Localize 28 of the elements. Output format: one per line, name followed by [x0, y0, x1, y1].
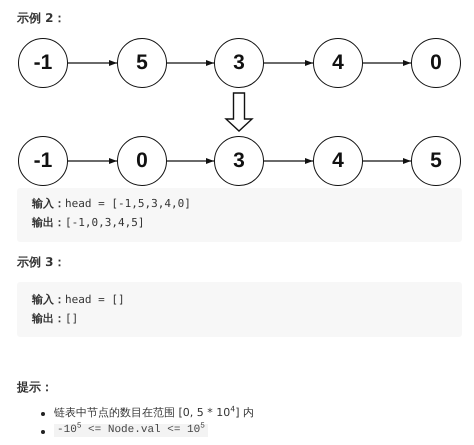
- list-node-circle: 3: [214, 38, 264, 88]
- code-line: 输入：head = [-1,5,3,4,0]: [32, 197, 191, 210]
- list-node-circle: 0: [117, 136, 167, 186]
- example-heading: 示例 2：: [17, 11, 66, 26]
- list-item-text: 链表中节点的数目在范围 [0, 5 * 10$^{4}$] 内: [54, 406, 254, 420]
- arrow: [264, 60, 313, 66]
- arrow: [264, 158, 313, 164]
- list-node-circle: 4: [313, 136, 363, 186]
- list-node-circle: -1: [18, 38, 68, 88]
- list-item-text: -10$^{5}$ <= Node.val <= 10$^{5}$: [54, 424, 208, 438]
- arrow: [363, 60, 411, 66]
- arrow: [68, 60, 117, 66]
- list-node-circle: 5: [411, 136, 461, 186]
- block-arrow: [224, 92, 254, 132]
- arrow: [68, 158, 117, 164]
- code-line: 输入：head = []: [32, 293, 125, 306]
- code-line: 输出：[]: [32, 312, 78, 326]
- list-node-circle: 0: [411, 38, 461, 88]
- code-line: 输出：[-1,0,3,4,5]: [32, 216, 144, 230]
- list-node-circle: 5: [117, 38, 167, 88]
- list-node-circle: 3: [214, 136, 264, 186]
- arrow: [167, 158, 214, 164]
- arrow: [167, 60, 214, 66]
- hint-heading: 提示：: [17, 380, 53, 394]
- list-node-circle: -1: [18, 136, 68, 186]
- example-heading: 示例 3：: [17, 255, 66, 270]
- arrow: [363, 158, 411, 164]
- list-node-circle: 4: [313, 38, 363, 88]
